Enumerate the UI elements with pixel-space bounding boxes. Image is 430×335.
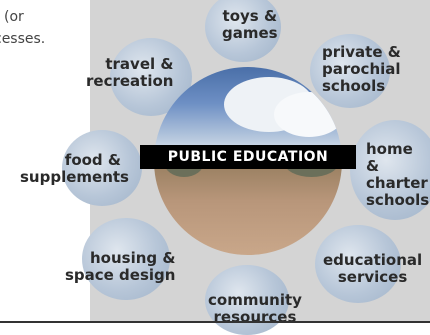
label-line: parochial	[322, 60, 401, 78]
bubble-community-resources	[205, 265, 289, 335]
label-line: schools	[322, 77, 386, 95]
photo-cloud	[274, 92, 342, 137]
label-line: home &	[366, 140, 413, 175]
label-toys-games: toys & games	[222, 8, 278, 42]
label-line: schools	[366, 191, 430, 209]
label-line: food &	[64, 151, 121, 169]
label-home-charter: home & charter schools	[366, 141, 430, 209]
label-line: space design	[64, 266, 176, 284]
bubble-home-charter	[350, 120, 430, 220]
label-housing-space: housing & space design	[64, 250, 175, 284]
label-line: recreation	[86, 72, 174, 90]
label-line: educational	[323, 251, 423, 269]
label-line: private &	[322, 43, 401, 61]
center-photo	[154, 67, 342, 255]
intro-text: (or cesses.	[0, 6, 45, 50]
label-line: housing &	[90, 249, 176, 267]
label-line: toys &	[222, 7, 278, 25]
label-educational-services: educational services	[323, 252, 422, 286]
label-line: games	[222, 24, 278, 42]
label-food-supplements: food & supplements	[20, 152, 129, 186]
label-line: supplements	[20, 168, 129, 186]
label-line: resources	[213, 308, 297, 326]
label-line: services	[337, 268, 408, 286]
label-line: community	[208, 291, 302, 309]
bubble-food-supplements	[62, 130, 142, 206]
label-line: travel &	[105, 55, 174, 73]
label-line: charter	[366, 174, 428, 192]
intro-line-2: cesses.	[0, 31, 46, 47]
center-title-banner: PUBLIC EDUCATION	[140, 145, 356, 169]
label-private-parochial: private & parochial schools	[322, 44, 401, 95]
bubble-toys-games	[205, 0, 281, 62]
intro-line-1: (or	[4, 9, 24, 25]
photo-ground	[154, 164, 342, 255]
bottom-rule	[0, 321, 430, 323]
label-travel-recreation: travel & recreation	[86, 56, 173, 90]
